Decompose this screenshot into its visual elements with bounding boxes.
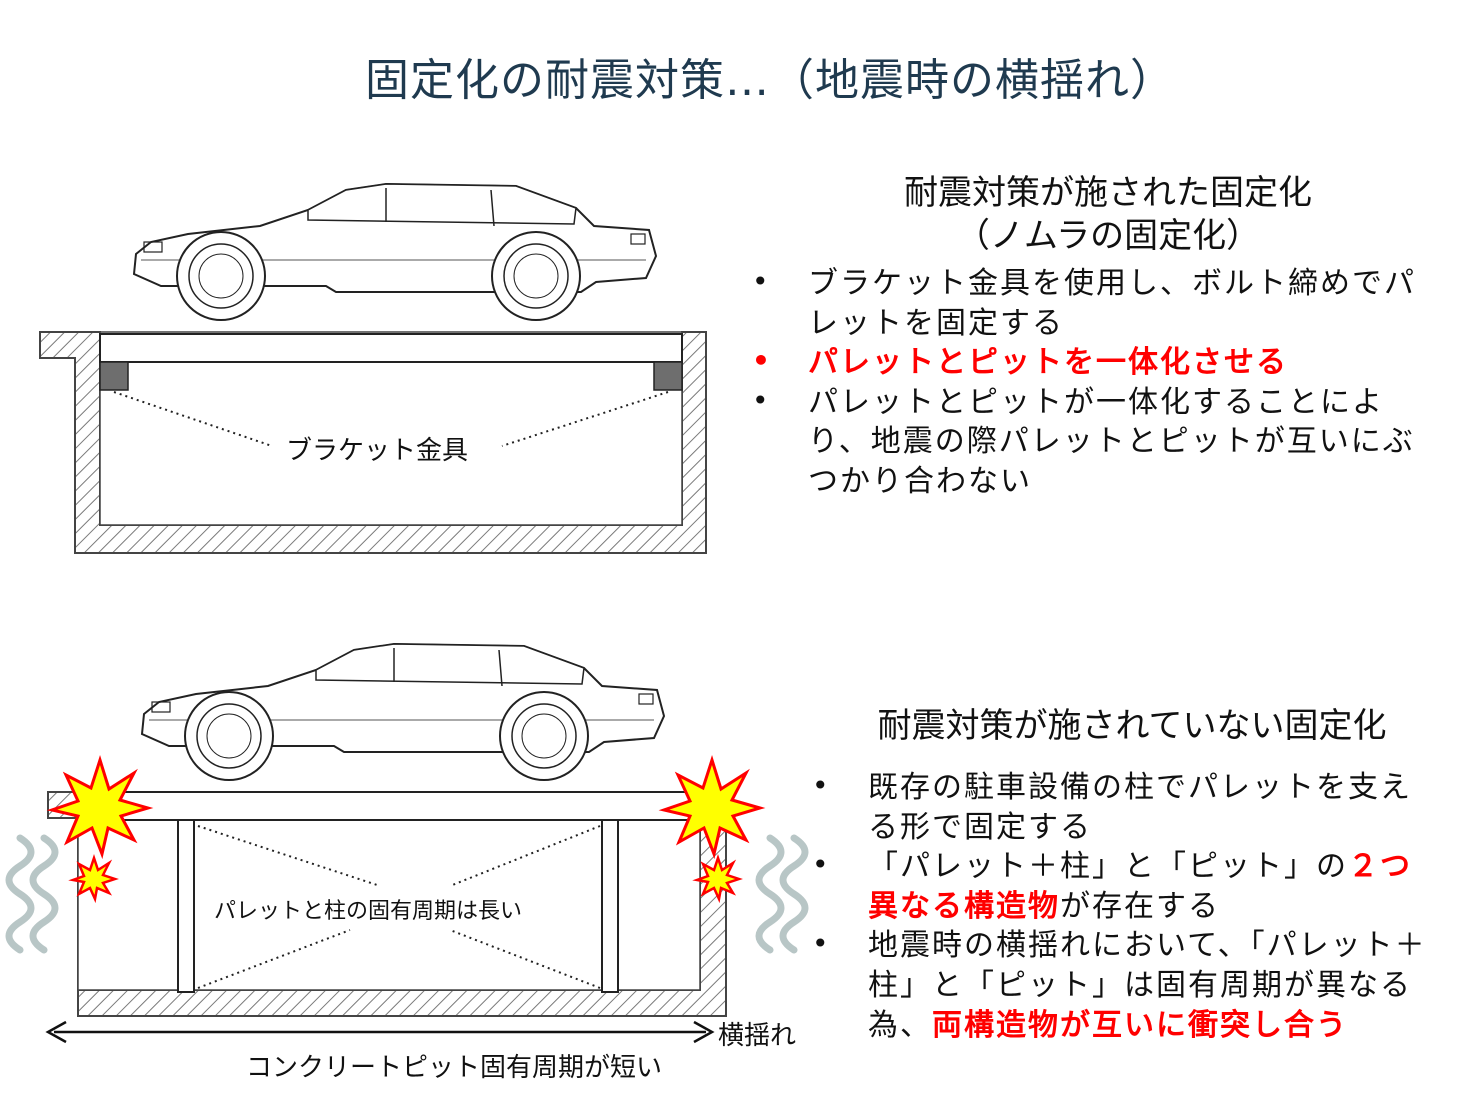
inner-period-label: パレットと柱の固有周期は長い: [214, 899, 523, 924]
top-bullets: ブラケット金具を使用し、ボルト締めでパレットを固定する パレットとピットを一体化…: [752, 264, 1432, 502]
bottom-bullet-3-a: 地震時の横揺れにおいて、「パレット＋柱」と「ピット」は固有周期が異なる為、: [868, 928, 1427, 1043]
bottom-bullet-3-red: 両構造物が互いに衝突し合う: [932, 1007, 1348, 1043]
top-bullet-1: ブラケット金具を使用し、ボルト締めでパレットを固定する: [752, 264, 1432, 343]
bottom-diagram: [9, 643, 805, 1044]
page-title: 固定化の耐震対策…（地震時の横揺れ）: [365, 55, 1175, 106]
top-bullet-2: パレットとピットを一体化させる: [752, 343, 1432, 383]
leader-line-left: [113, 391, 273, 447]
shake-wave-icon: [759, 838, 781, 950]
explosion-icon: [695, 856, 741, 901]
bracket-right: [653, 361, 683, 391]
car-icon: [133, 183, 657, 321]
column-right: [601, 819, 619, 993]
explosion-icon: [71, 856, 117, 901]
explosion-icon: [50, 758, 150, 856]
bottom-bullet-2: 「パレット＋柱」と「ピット」の２つ異なる構造物が存在する: [812, 847, 1436, 926]
column-left: [177, 819, 195, 993]
explosion-icon: [662, 758, 762, 856]
shake-wave-icon: [783, 838, 805, 950]
bottom-bullet-2-b: が存在する: [1060, 888, 1220, 924]
bottom-bullet-1: 既存の駐車設備の柱でパレットを支える形で固定する: [812, 768, 1436, 847]
bracket-left: [99, 361, 129, 391]
shake-wave-icon: [9, 838, 31, 950]
bottom-bullet-3: 地震時の横揺れにおいて、「パレット＋柱」と「ピット」は固有周期が異なる為、両構造…: [812, 926, 1436, 1045]
top-diagram: [39, 183, 707, 554]
bottom-bullet-2-red: ２つ異なる構造物: [868, 849, 1412, 924]
bottom-bullets: 既存の駐車設備の柱でパレットを支える形で固定する 「パレット＋柱」と「ピット」の…: [812, 768, 1436, 1045]
bottom-heading: 耐震対策が施されていない固定化: [877, 706, 1387, 746]
shake-label: 横揺れ: [718, 1021, 797, 1051]
shake-wave-icon: [33, 838, 55, 950]
car-icon: [141, 643, 665, 781]
top-pallet: [99, 333, 683, 363]
top-bullet-3: パレットとピットが一体化することにより、地震の際パレットとピットが互いにぶつかり…: [752, 383, 1432, 502]
bottom-pallet: [97, 791, 699, 821]
bottom-bullet-2-a: 「パレット＋柱」と「ピット」の: [868, 849, 1348, 885]
bracket-label: ブラケット金具: [286, 436, 469, 466]
top-heading-line1: 耐震対策が施された固定化: [904, 173, 1312, 213]
pit-period-label: コンクリートピット固有周期が短い: [246, 1053, 663, 1083]
top-heading-line2: （ノムラの固定化）: [955, 215, 1261, 256]
leader-line-right: [501, 391, 669, 447]
top-heading: 耐震対策が施された固定化 （ノムラの固定化）: [860, 172, 1356, 257]
